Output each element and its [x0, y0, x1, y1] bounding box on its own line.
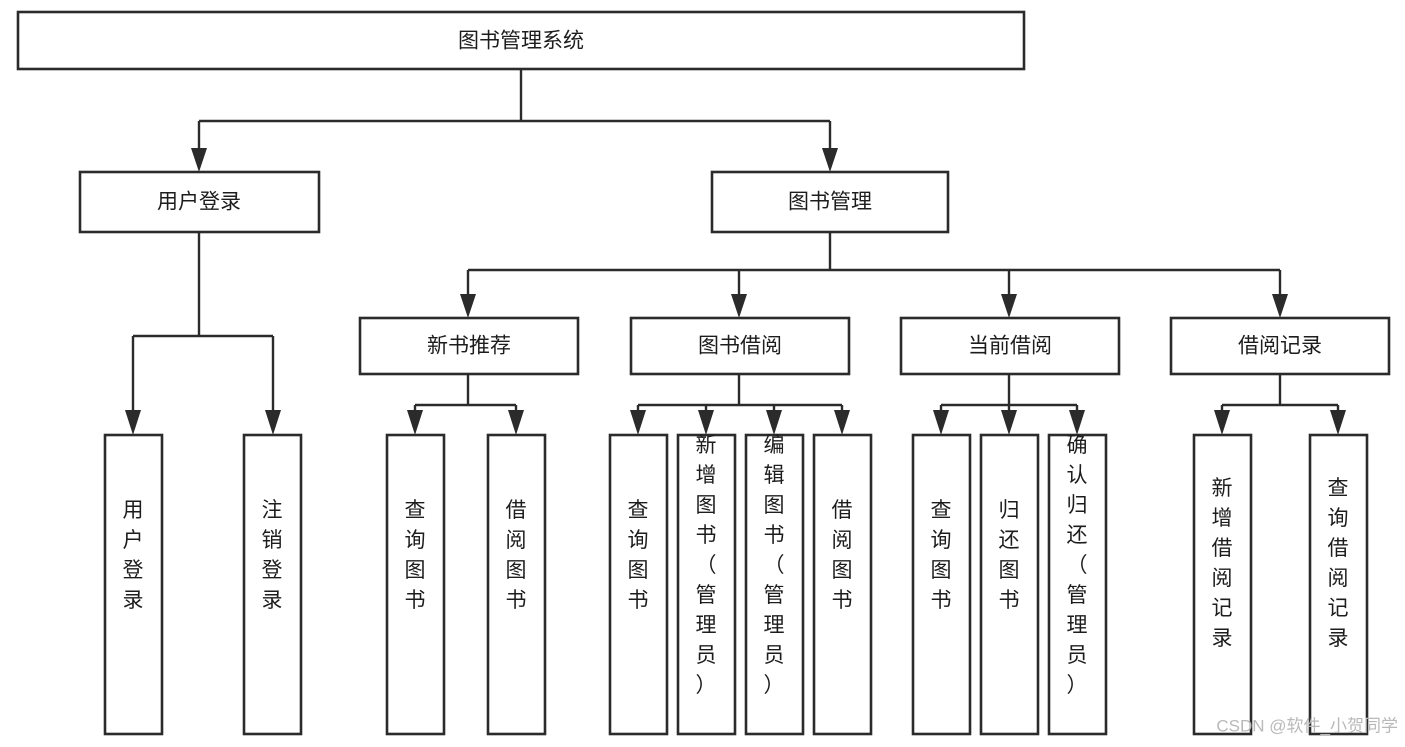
arrow-head-bb-leaf-2 — [698, 410, 714, 435]
node-current-borrow[interactable]: 当前借阅 — [899, 316, 1121, 376]
leaf-record-query-box[interactable] — [1308, 433, 1369, 736]
leaf-borrow-edit-book[interactable]: 编辑图书（管理员） — [744, 433, 805, 736]
arrow-head-borrow-record — [1272, 294, 1288, 318]
connector-group-borrow-record — [1214, 374, 1346, 435]
node-new-book-recommend-label: 新书推荐 — [427, 335, 511, 358]
connector-group-root — [191, 69, 838, 172]
leaf-new-book-borrow-box[interactable] — [486, 433, 547, 736]
arrow-head-leaf-user-login — [125, 410, 141, 435]
leaf-new-book-query[interactable]: 查询图书 — [385, 433, 446, 736]
arrow-head-bb-leaf-3 — [766, 410, 782, 435]
node-root-system[interactable]: 图书管理系统 — [16, 10, 1026, 71]
arrow-head-nb-leaf-1 — [407, 410, 423, 435]
leaf-record-query[interactable]: 查询借阅记录 — [1308, 433, 1369, 736]
leaf-borrow-query-book-box[interactable] — [608, 433, 669, 736]
node-current-borrow-box[interactable] — [899, 316, 1121, 376]
arrow-head-leaf-logout — [265, 410, 281, 435]
connector-group-book-borrow — [630, 374, 850, 435]
node-book-management-box[interactable] — [710, 170, 950, 234]
node-book-borrow-label: 图书借阅 — [698, 335, 782, 358]
leaf-new-book-query-box[interactable] — [385, 433, 446, 736]
leaf-current-confirm-return-box[interactable] — [1047, 433, 1108, 736]
arrow-head-book-mgmt — [822, 148, 838, 172]
leaf-user-login-logout-box[interactable] — [242, 433, 303, 736]
arrow-head-new-book — [460, 294, 476, 318]
arrow-head-user-login — [191, 148, 207, 172]
node-root-system-label: 图书管理系统 — [458, 30, 584, 53]
arrow-head-nb-leaf-2 — [508, 410, 524, 435]
leaf-current-query-book-label: 查询图书 — [931, 499, 952, 612]
connector-group-user-login — [125, 232, 281, 435]
node-book-management[interactable]: 图书管理 — [710, 170, 950, 234]
leaf-user-login-logout-label: 注销登录 — [262, 499, 283, 612]
leaf-current-confirm-return-label: 确认归还（管理员） — [1067, 434, 1088, 697]
connector-group-current-borrow — [933, 374, 1085, 435]
arrow-head-cb-leaf-2 — [1001, 410, 1017, 435]
arrow-head-book-borrow — [731, 294, 747, 318]
node-user-login-box[interactable] — [78, 170, 321, 234]
leaf-record-add-label: 新增借阅记录 — [1212, 477, 1233, 650]
leaf-new-book-borrow-label: 借阅图书 — [506, 499, 527, 612]
arrow-head-br-leaf-2 — [1330, 410, 1346, 435]
node-borrow-record[interactable]: 借阅记录 — [1169, 316, 1391, 376]
leaf-user-login-logout[interactable]: 注销登录 — [242, 433, 303, 736]
node-current-borrow-label: 当前借阅 — [968, 335, 1052, 358]
node-borrow-record-label: 借阅记录 — [1238, 335, 1322, 358]
node-book-borrow-box[interactable] — [629, 316, 851, 376]
leaf-record-add-box[interactable] — [1192, 433, 1253, 736]
leaf-new-book-borrow[interactable]: 借阅图书 — [486, 433, 547, 736]
node-book-borrow[interactable]: 图书借阅 — [629, 316, 851, 376]
arrow-head-cb-leaf-3 — [1069, 410, 1085, 435]
watermark-label: CSDN @软件_小贺同学 — [1216, 716, 1398, 735]
leaf-current-return-book-box[interactable] — [979, 433, 1040, 736]
leaf-borrow-borrow-book[interactable]: 借阅图书 — [812, 433, 873, 736]
node-user-login-label: 用户登录 — [157, 191, 241, 214]
node-borrow-record-box[interactable] — [1169, 316, 1391, 376]
leaf-borrow-query-book-label: 查询图书 — [628, 499, 649, 612]
arrow-head-cb-leaf-1 — [933, 410, 949, 435]
connector-group-book-mgmt — [460, 232, 1288, 318]
leaf-user-login-login-box[interactable] — [103, 433, 164, 736]
leaf-user-login-login-label: 用户登录 — [123, 499, 144, 612]
leaf-current-query-book-box[interactable] — [911, 433, 972, 736]
leaf-current-confirm-return[interactable]: 确认归还（管理员） — [1047, 433, 1108, 736]
arrow-head-br-leaf-1 — [1214, 410, 1230, 435]
leaf-borrow-add-book-box[interactable] — [676, 433, 737, 736]
leaf-current-return-book-label: 归还图书 — [999, 499, 1020, 612]
leaf-borrow-add-book[interactable]: 新增图书（管理员） — [676, 433, 737, 736]
leaf-user-login-login[interactable]: 用户登录 — [103, 433, 164, 736]
arrow-head-bb-leaf-1 — [630, 410, 646, 435]
leaf-borrow-edit-book-label: 编辑图书（管理员） — [764, 434, 785, 697]
leaf-record-add[interactable]: 新增借阅记录 — [1192, 433, 1253, 736]
leaf-borrow-query-book[interactable]: 查询图书 — [608, 433, 669, 736]
node-new-book-recommend[interactable]: 新书推荐 — [358, 316, 580, 376]
node-book-management-label: 图书管理 — [788, 191, 872, 214]
node-new-book-recommend-box[interactable] — [358, 316, 580, 376]
leaf-current-query-book[interactable]: 查询图书 — [911, 433, 972, 736]
leaf-borrow-borrow-book-box[interactable] — [812, 433, 873, 736]
leaf-record-query-label: 查询借阅记录 — [1328, 477, 1349, 650]
connector-group-new-book — [407, 374, 524, 435]
node-user-login[interactable]: 用户登录 — [78, 170, 321, 234]
leaf-borrow-borrow-book-label: 借阅图书 — [832, 499, 853, 612]
leaf-borrow-edit-book-box[interactable] — [744, 433, 805, 736]
arrow-head-current-borrow — [1001, 294, 1017, 318]
node-root-system-box[interactable] — [16, 10, 1026, 71]
leaf-current-return-book[interactable]: 归还图书 — [979, 433, 1040, 736]
leaf-new-book-query-label: 查询图书 — [405, 499, 426, 612]
leaf-borrow-add-book-label: 新增图书（管理员） — [696, 434, 717, 697]
arrow-head-bb-leaf-4 — [834, 410, 850, 435]
